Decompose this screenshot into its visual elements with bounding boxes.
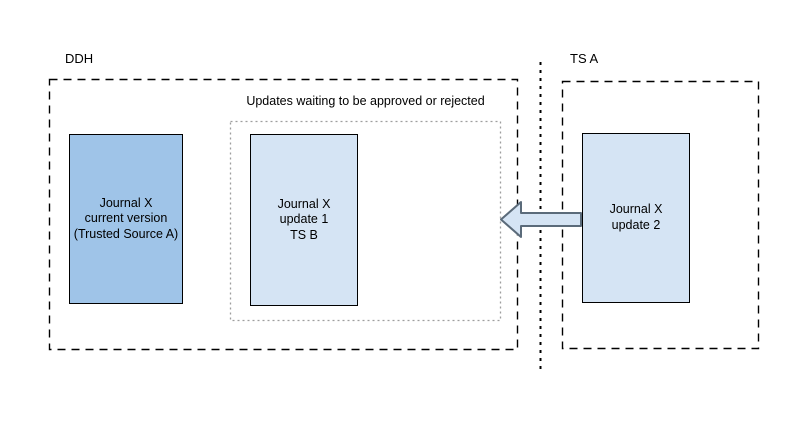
current-version-line-2: current version: [84, 211, 168, 226]
update1-line-1: Journal X: [277, 196, 331, 211]
left-arrow-icon: [500, 201, 582, 238]
update1-line-2: update 1: [279, 212, 329, 227]
update2-line-2: update 2: [611, 218, 661, 232]
pending-area-caption: Updates waiting to be approved or reject…: [246, 94, 485, 108]
pending-area-border: [229, 120, 502, 322]
ddh-region-label: DDH: [65, 51, 94, 66]
tsa-region-border: [561, 80, 760, 350]
update2-node: Journal X update 2: [582, 133, 690, 303]
current-version-line-3: (Trusted Source A): [73, 226, 179, 241]
update1-node: Journal X update 1 TS B: [250, 134, 358, 306]
current-version-node: Journal X current version (Trusted Sourc…: [69, 134, 183, 304]
tsa-region-label: TS A: [570, 51, 599, 66]
update2-line-1: Journal X: [609, 202, 663, 217]
update1-line-3: TS B: [290, 227, 318, 242]
current-version-line-1: Journal X: [99, 195, 153, 210]
